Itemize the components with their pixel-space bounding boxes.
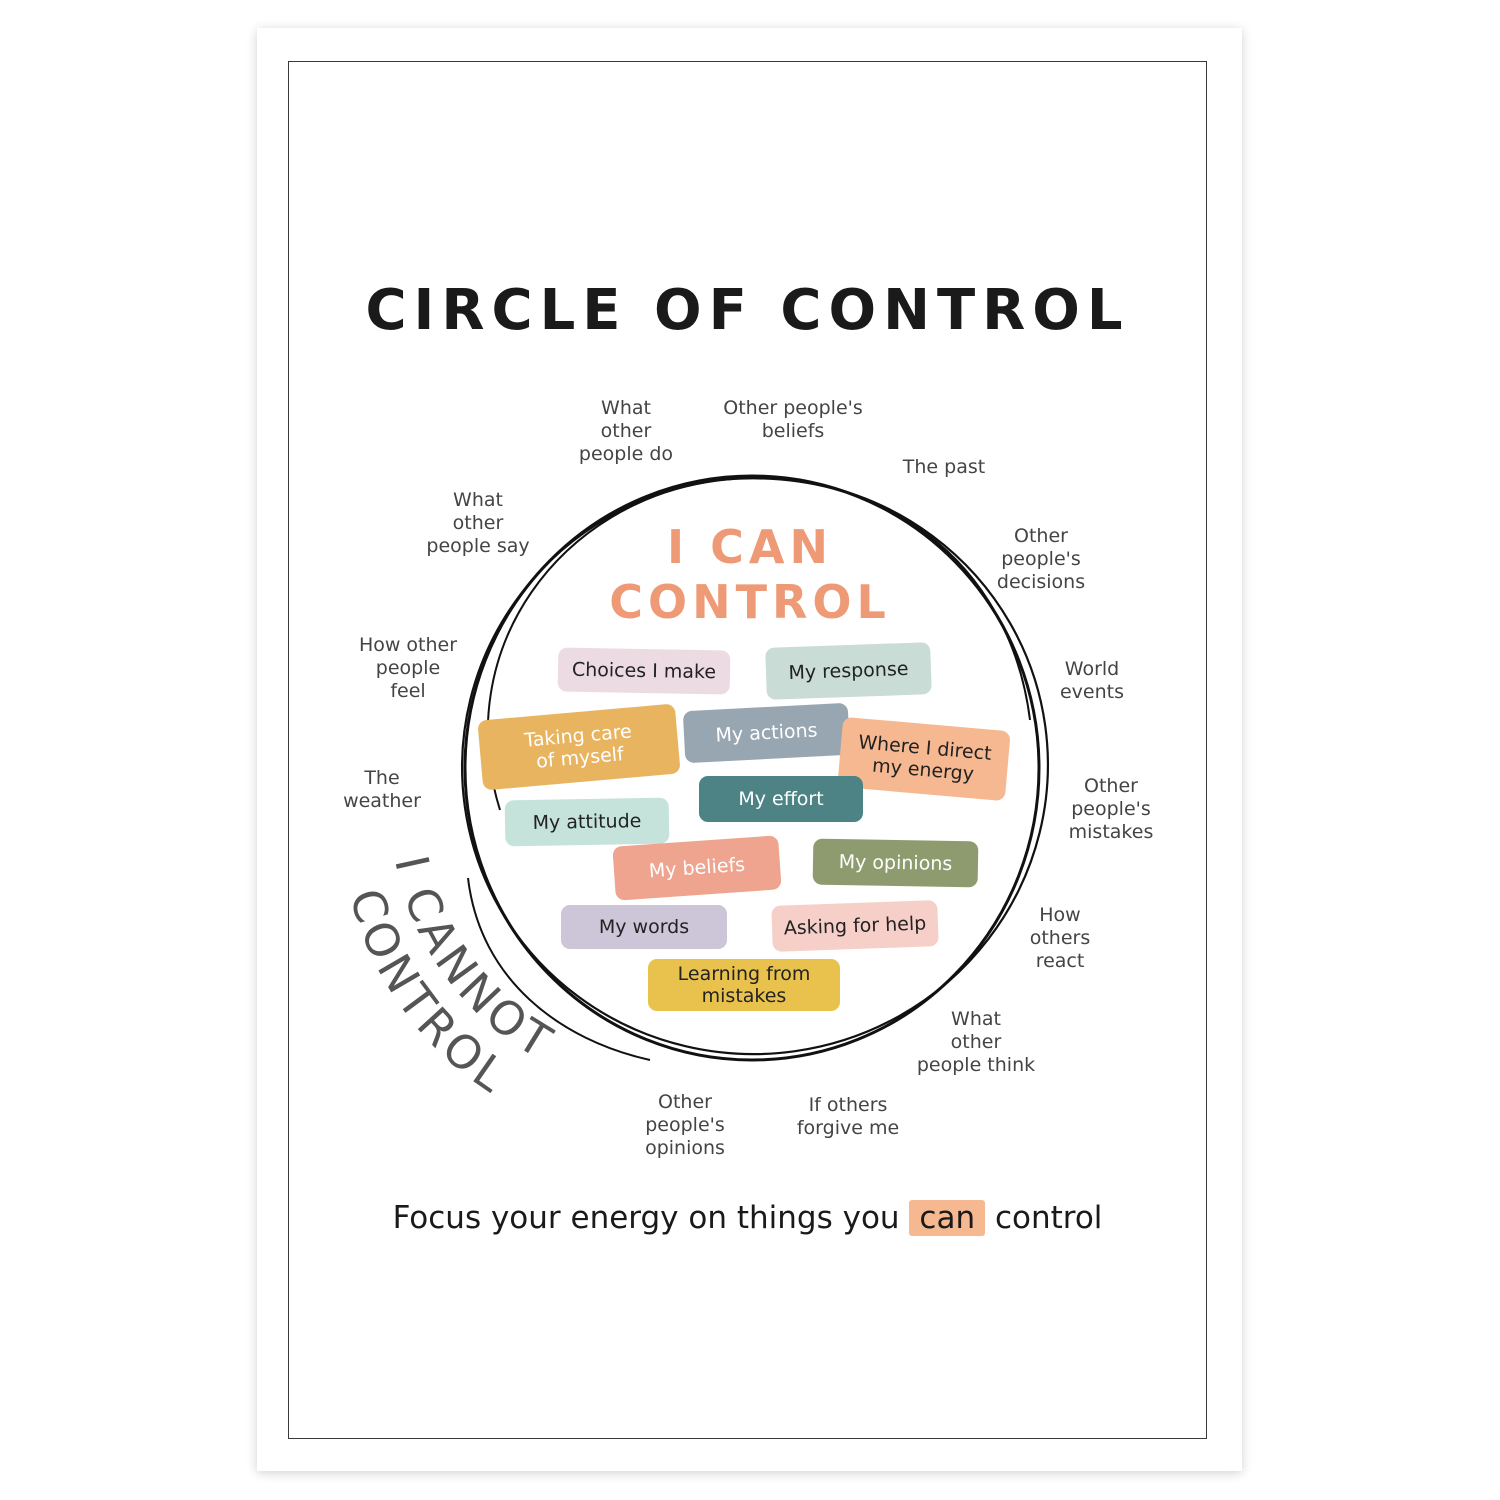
pill-choices: Choices I make <box>557 647 731 695</box>
outer-label-what-others-do: What other people do <box>578 397 674 465</box>
pill-actions: My actions <box>682 702 851 764</box>
pill-attitude: My attitude <box>504 797 670 847</box>
outer-label-how-others-feel: How other people feel <box>358 634 458 702</box>
can-control-heading: I CAN CONTROL <box>609 520 891 629</box>
pill-response: My response <box>765 642 932 700</box>
outer-label-past: The past <box>902 456 986 478</box>
cannot-control-label: I CANNOT CONTROL <box>339 851 560 1105</box>
poster-title: CIRCLE OF CONTROL <box>365 278 1130 343</box>
footer-text-before: Focus your energy on things you <box>392 1200 910 1236</box>
outer-label-others-decisions: Other people's decisions <box>996 525 1086 593</box>
pill-where-energy: Where I direct my energy <box>837 716 1011 802</box>
footer-highlight: can <box>909 1200 986 1236</box>
pill-beliefs: My beliefs <box>612 835 782 901</box>
pill-words: My words <box>561 905 727 949</box>
circle-stroke-4 <box>467 877 651 1061</box>
poster-border <box>288 61 1207 1439</box>
circle-stroke-3 <box>486 477 1031 811</box>
outer-label-world-events: World events <box>1059 658 1125 703</box>
outer-label-how-others-react: How others react <box>1029 904 1091 972</box>
circle-stroke-1 <box>463 474 1041 1062</box>
outer-label-others-opinions: Other people's opinions <box>645 1091 725 1159</box>
outer-label-others-mistakes: Other people's mistakes <box>1068 775 1154 843</box>
pill-opinions: My opinions <box>812 838 979 888</box>
outer-label-what-others-think: What other people think <box>916 1008 1036 1076</box>
outer-label-what-others-say: What other people say <box>426 489 530 557</box>
footer-message: Focus your energy on things you can cont… <box>288 1200 1207 1236</box>
outer-label-others-forgive: If others forgive me <box>796 1094 900 1139</box>
footer-text-after: control <box>985 1200 1103 1236</box>
outer-label-weather: The weather <box>343 767 421 812</box>
pill-effort: My effort <box>699 776 863 822</box>
pill-asking-help: Asking for help <box>771 900 939 952</box>
pill-learning: Learning from mistakes <box>648 959 840 1011</box>
outer-label-others-beliefs: Other people's beliefs <box>723 397 863 442</box>
